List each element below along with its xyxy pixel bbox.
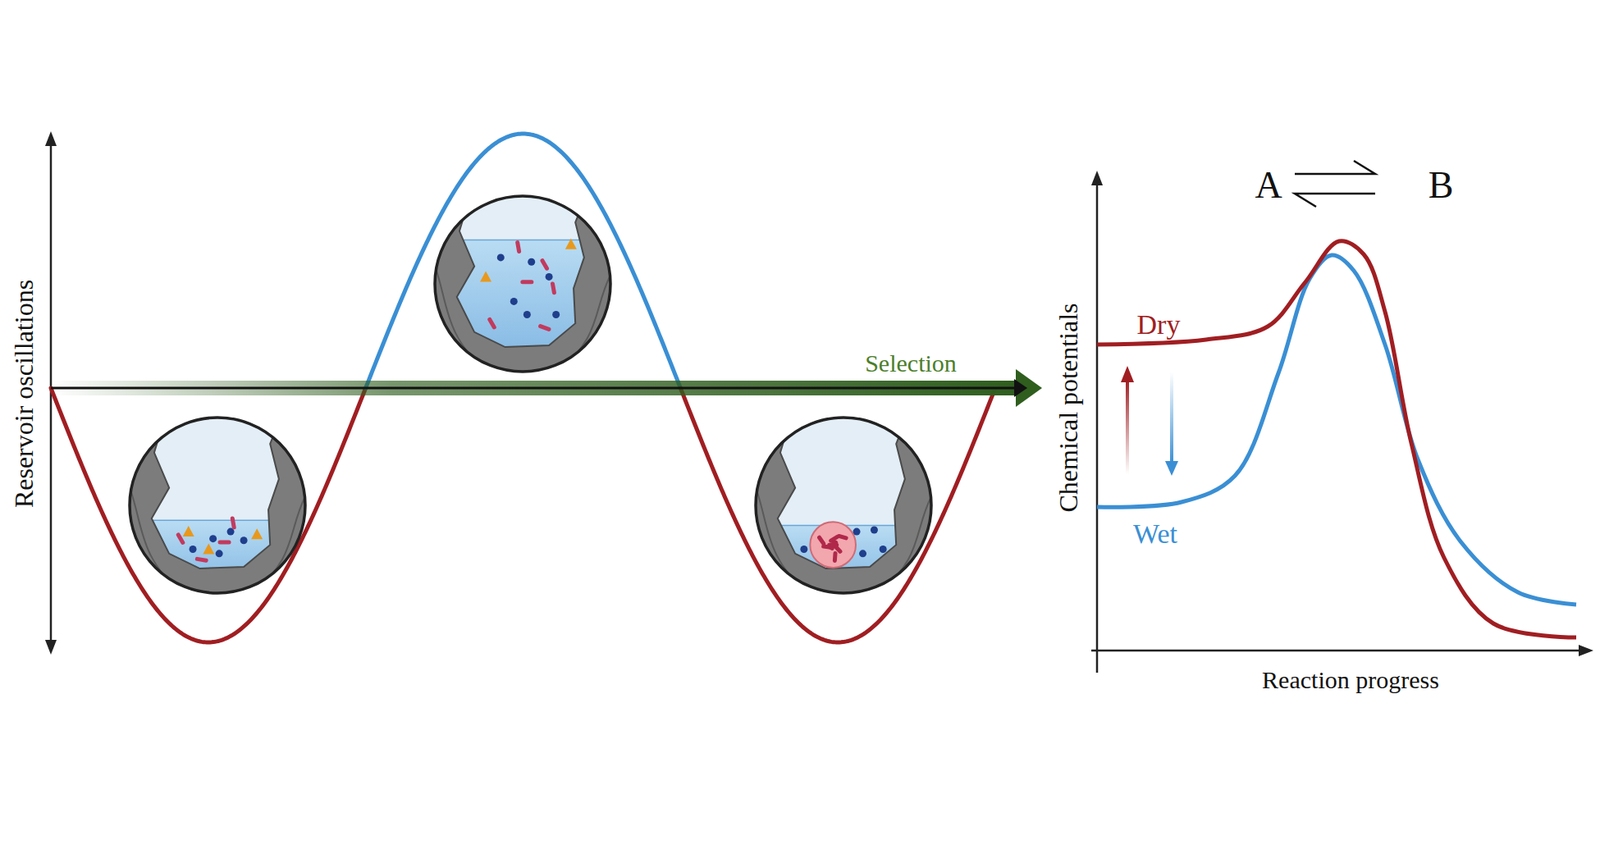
sky — [129, 417, 306, 594]
molecule-rod — [537, 323, 552, 332]
molecule-rod — [515, 240, 522, 255]
molecule-dot — [523, 310, 531, 319]
molecule-dot — [189, 545, 197, 554]
molecule-triangle — [202, 544, 215, 555]
molecule-rod — [539, 257, 550, 271]
molecule-rod — [218, 539, 232, 544]
inset-content — [129, 417, 306, 594]
inset-content — [755, 417, 932, 594]
reservoir-inset — [755, 417, 932, 594]
down-shaft — [1170, 372, 1174, 465]
curve-label: Dry — [1137, 309, 1181, 340]
molecule-rod — [194, 556, 209, 563]
droplet — [809, 521, 856, 568]
wave-segment — [365, 133, 682, 389]
molecule-dot — [879, 545, 887, 554]
inset-outline — [129, 417, 306, 594]
axis-label: Reservoir oscillations — [9, 279, 39, 508]
inset-content — [434, 196, 611, 372]
arrow-head — [1120, 365, 1134, 383]
axis-label: Chemical potentials — [1054, 302, 1084, 512]
molecule-dot — [870, 525, 878, 534]
molecule-rod — [175, 531, 186, 545]
arrow-head — [1578, 644, 1594, 657]
inset-outline — [755, 417, 932, 594]
molecule-rod — [520, 279, 534, 284]
molecule-triangle — [251, 528, 263, 540]
axis-line — [50, 387, 1018, 390]
rock — [129, 417, 306, 594]
molecule-triangle — [565, 238, 577, 250]
molecule-dot — [853, 528, 861, 536]
arrow-head — [45, 640, 57, 655]
molecule-dot — [215, 549, 224, 558]
energy-axes — [1091, 170, 1594, 673]
forward-harpoon — [1294, 160, 1376, 174]
axis-label: Reaction progress — [1261, 666, 1440, 694]
reservoir-inset — [129, 417, 306, 594]
molecule-dot — [527, 258, 535, 266]
molecule-dot — [545, 273, 554, 281]
arrow-head — [1165, 461, 1179, 476]
dry-curve — [1097, 241, 1577, 638]
species-label: B — [1428, 164, 1454, 207]
species-label: A — [1254, 164, 1282, 207]
sky — [434, 196, 611, 372]
molecule-dot — [209, 534, 217, 543]
molecule-dot — [859, 549, 867, 558]
molecule-triangle — [182, 525, 195, 537]
molecule-dot — [800, 545, 808, 554]
molecule-rod — [486, 316, 497, 330]
curve-label: Wet — [1133, 518, 1178, 549]
equilibrium-harpoons — [1294, 160, 1376, 207]
molecule-rod — [836, 533, 849, 541]
molecule-rod — [816, 534, 827, 547]
energy-curves — [1097, 241, 1577, 638]
rock — [755, 417, 932, 594]
arrow-head — [1091, 170, 1103, 186]
arrow-head — [45, 131, 57, 147]
reservoir-inset — [434, 196, 611, 372]
selection-label: Selection — [864, 349, 957, 377]
aggregate-droplet — [809, 521, 856, 568]
molecule-dot — [497, 253, 505, 261]
axis-line — [1096, 180, 1099, 673]
molecule-dot — [240, 536, 248, 544]
molecule-dot — [510, 297, 518, 306]
molecule-triangle — [480, 270, 492, 282]
wave-segment — [50, 387, 366, 643]
wave-segment — [680, 387, 996, 643]
sky — [755, 417, 932, 594]
arrow-head — [1014, 379, 1028, 398]
selection-band — [50, 380, 1020, 396]
up-shaft — [1125, 379, 1130, 475]
molecule-dot — [552, 310, 560, 319]
molecule-rod — [229, 516, 237, 531]
molecule-rod — [832, 551, 838, 563]
inset-outline — [434, 196, 611, 372]
axis-line — [1091, 649, 1584, 653]
wet-curve — [1097, 255, 1577, 605]
rock — [434, 196, 611, 372]
shift-arrows — [1120, 365, 1179, 476]
reverse-harpoon — [1294, 193, 1376, 207]
molecule-rod — [550, 281, 558, 296]
